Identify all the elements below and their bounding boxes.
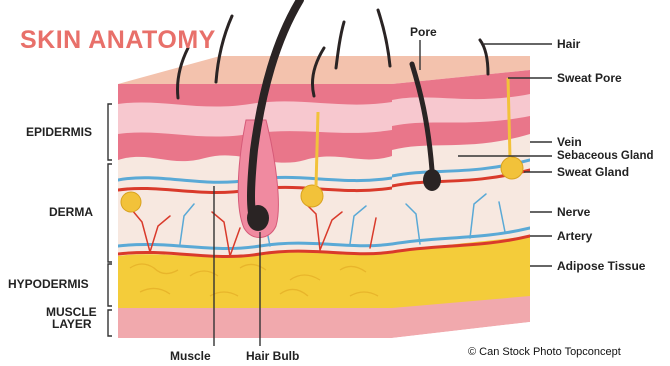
label-nerve: Nerve: [557, 206, 590, 219]
muscle-front: [118, 308, 392, 338]
label-muscle-layer-2: LAYER: [52, 318, 92, 331]
label-hair: Hair: [557, 38, 580, 51]
label-sweat-gland: Sweat Gland: [557, 166, 629, 179]
label-epidermis: EPIDERMIS: [26, 126, 92, 139]
layer-brackets: [108, 104, 112, 336]
label-hair-bulb: Hair Bulb: [246, 350, 299, 363]
label-vein: Vein: [557, 136, 582, 149]
label-artery: Artery: [557, 230, 592, 243]
label-derma: DERMA: [49, 206, 93, 219]
label-sebaceous-gland: Sebaceous Gland: [557, 150, 654, 163]
label-sweat-pore: Sweat Pore: [557, 72, 622, 85]
label-muscle: Muscle: [170, 350, 211, 363]
adipose-front: [118, 251, 392, 312]
copyright-notice: © Can Stock Photo Topconcept: [468, 346, 621, 358]
diagram-title: SKIN ANATOMY: [20, 26, 216, 55]
label-hypodermis: HYPODERMIS: [8, 278, 89, 291]
label-adipose-tissue: Adipose Tissue: [557, 260, 645, 273]
label-pore: Pore: [410, 26, 437, 39]
